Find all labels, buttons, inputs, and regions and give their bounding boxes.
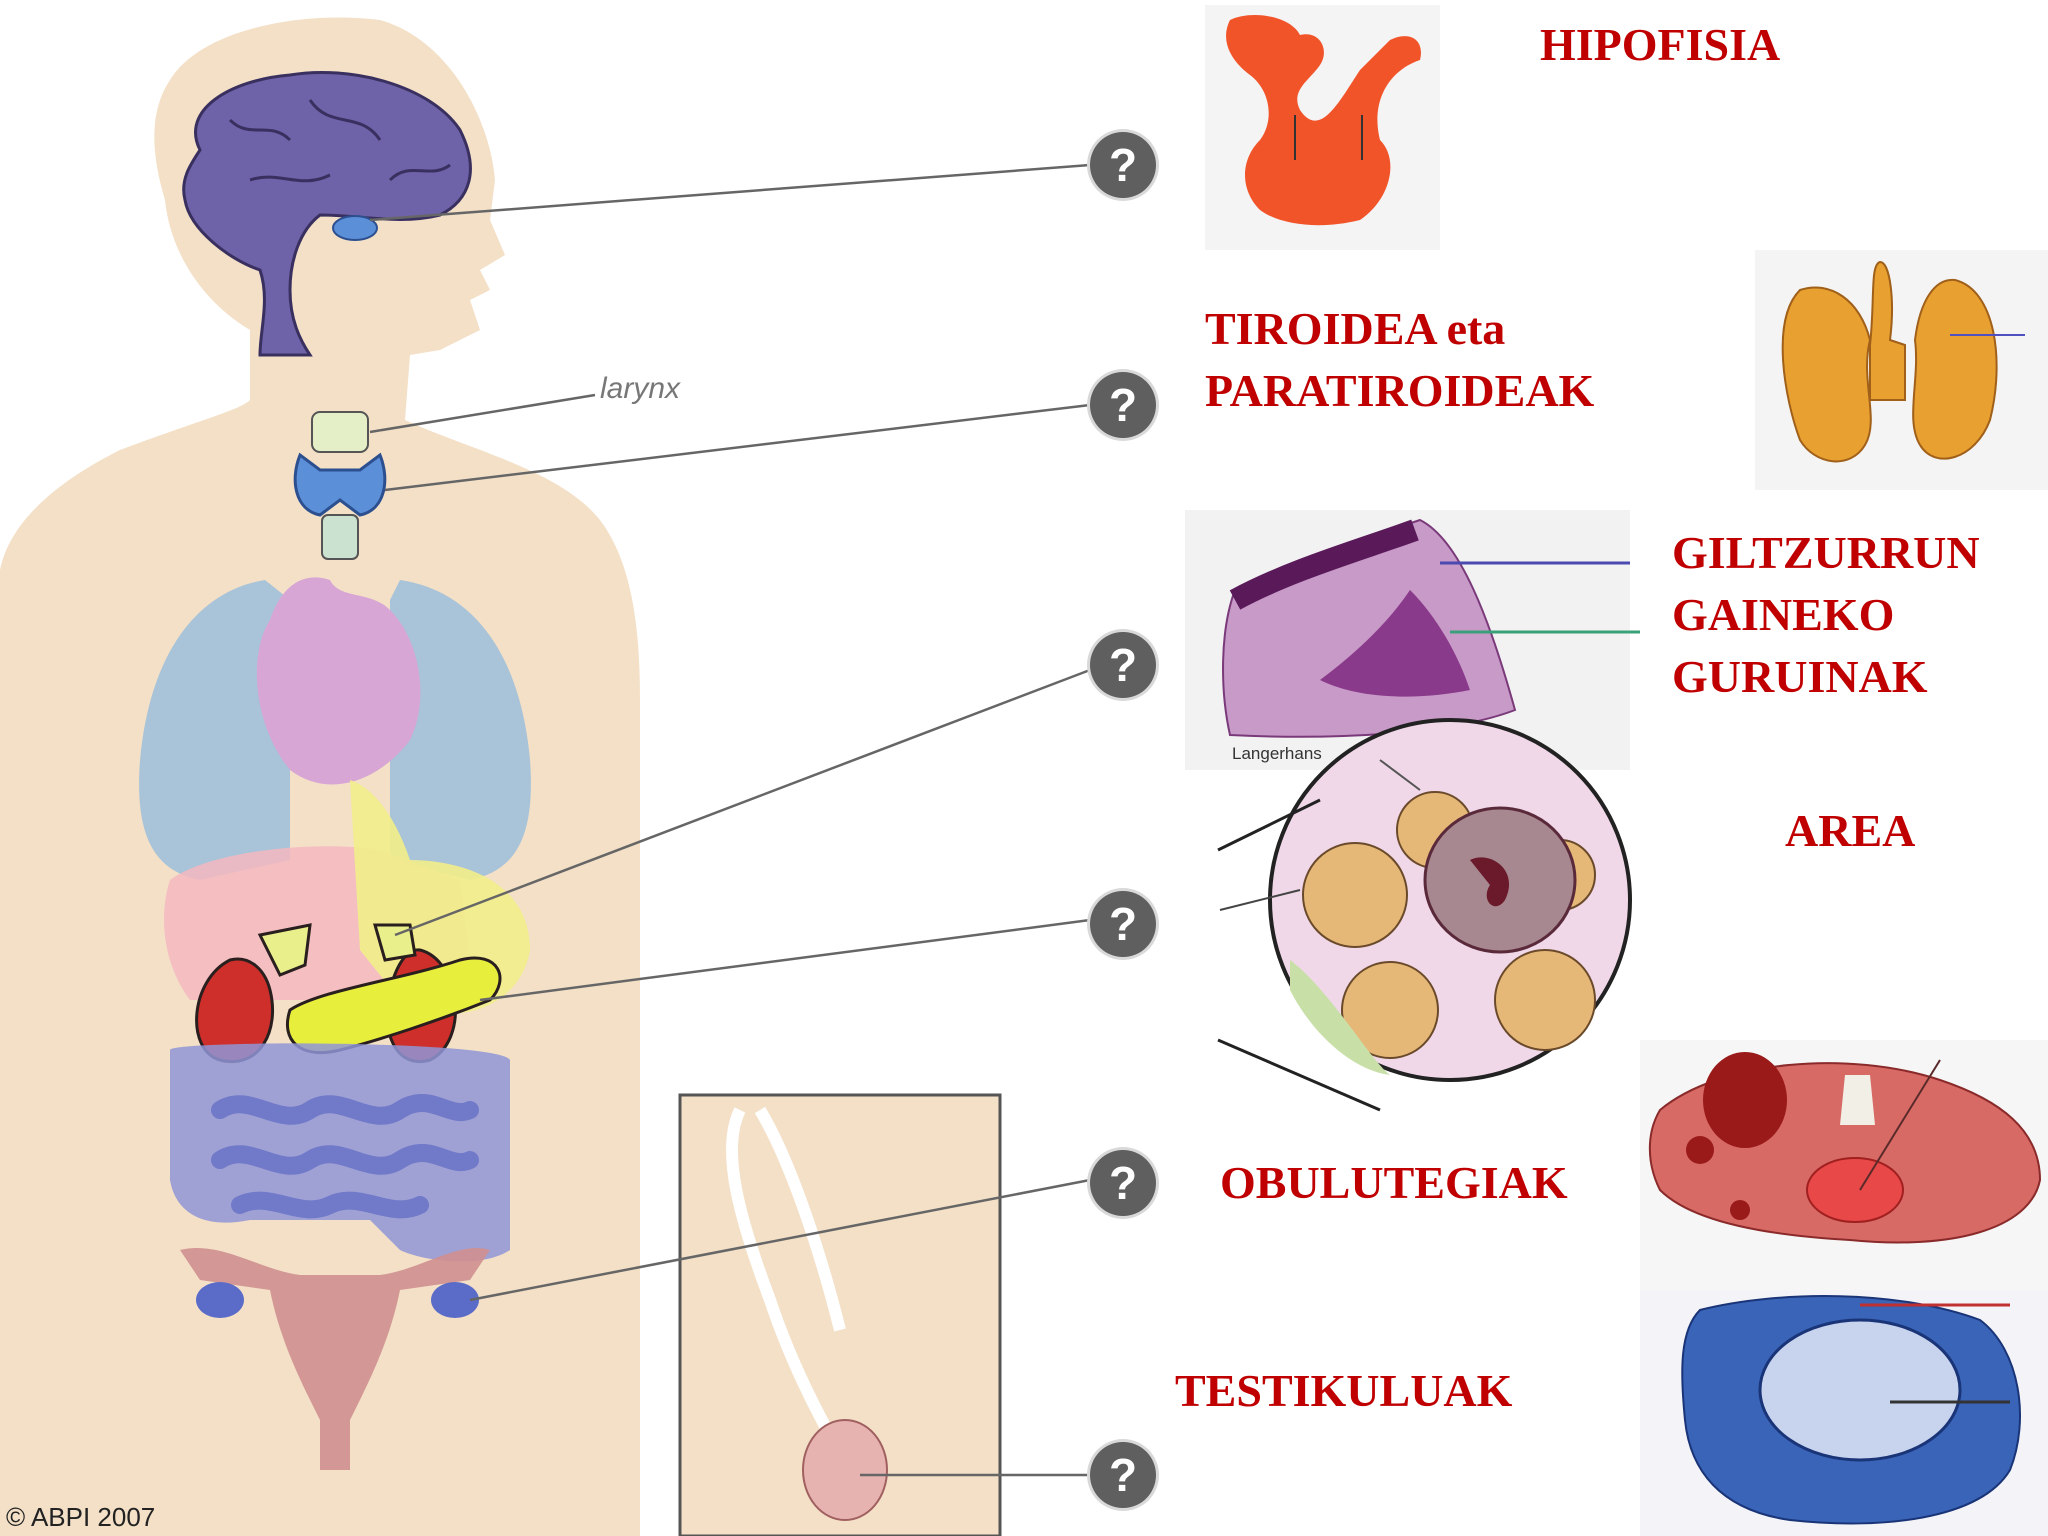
label-obulutegiak: OBULUTEGIAK — [1220, 1157, 1568, 1208]
left-ovary-organ — [196, 1282, 244, 1318]
question-button-adrenal[interactable]: ? — [1090, 632, 1156, 698]
adrenal-outer-layer — [1229, 519, 1419, 610]
brain-folds — [228, 99, 451, 183]
pituitary-image — [1205, 5, 1440, 250]
connector-pancreas — [479, 918, 1091, 1002]
ovary-corpus — [1806, 1157, 1904, 1223]
vas-deferens — [725, 1106, 856, 1474]
connector-ovary — [469, 1178, 1091, 1302]
question-button-pituitary[interactable]: ? — [1090, 132, 1156, 198]
question-button-testis[interactable]: ? — [1090, 1442, 1156, 1508]
thyroid-left-lobe — [1781, 286, 1872, 463]
trachea-organ — [321, 514, 359, 560]
label-tiroidea-line2: PARATIROIDEAK — [1205, 365, 1595, 416]
thyroid-image — [1755, 250, 2048, 490]
label-tiroidea-line1: TIROIDEA eta — [1205, 303, 1506, 354]
right-lung — [390, 580, 531, 880]
right-ovary-organ — [431, 1282, 479, 1318]
small-intestine — [211, 1094, 479, 1219]
pancreas-micrograph — [1217, 718, 1632, 1112]
ovary-follicle-large — [1703, 1052, 1787, 1148]
left-adrenal-gland — [257, 923, 312, 977]
pituitary-gland-shape — [1226, 15, 1421, 226]
label-giltzurrun-line1: GILTZURRUN — [1672, 527, 1980, 578]
micrograph-pointer-1 — [1217, 798, 1321, 852]
ovary-small-follicle-2 — [1730, 1200, 1750, 1220]
ovary-small-follicle — [1686, 1136, 1714, 1164]
thyroid-organ — [293, 452, 387, 517]
label-giltzurrun-line3: GURUINAK — [1672, 651, 1928, 702]
uterus-organ — [180, 1247, 490, 1470]
left-lung — [139, 580, 290, 880]
brain-organ — [182, 71, 472, 357]
ovary-pointer — [1859, 1059, 1941, 1191]
larynx-label: larynx — [600, 372, 681, 405]
connector-larynx — [369, 393, 596, 434]
question-button-ovary[interactable]: ? — [1090, 1150, 1156, 1216]
micrograph-pointer-3 — [1217, 1038, 1381, 1112]
question-button-pancreas[interactable]: ? — [1090, 891, 1156, 957]
ovary-image — [1640, 1040, 2048, 1290]
micrograph-pointer-2 — [1219, 889, 1301, 911]
connector-thyroid — [384, 403, 1091, 492]
label-testikuluak: TESTIKULUAK — [1175, 1365, 1513, 1416]
adrenal-medulla — [1320, 590, 1470, 697]
connector-adrenal — [394, 668, 1091, 937]
thyroid-right-lobe — [1912, 278, 1998, 460]
larynx-organ — [311, 411, 369, 453]
copyright-text: © ABPI 2007 — [6, 1502, 156, 1532]
connector-pituitary — [369, 163, 1091, 222]
question-button-thyroid[interactable]: ? — [1090, 372, 1156, 438]
testis-organ — [802, 1419, 888, 1521]
duct-tissue — [1290, 960, 1390, 1075]
connector-lines — [369, 163, 1091, 1477]
pituitary-organ — [332, 215, 378, 241]
langerhans-label: Langerhans — [1232, 744, 1322, 763]
label-hipofisia: HIPOFISIA — [1540, 19, 1781, 70]
heart-organ — [256, 577, 421, 785]
seminiferous-tubule — [1758, 1318, 1962, 1462]
langerhans-pointer — [1379, 759, 1421, 791]
thyroid-isthmus — [1869, 260, 1906, 401]
testis-image — [1640, 1290, 2048, 1536]
right-adrenal-gland — [373, 923, 417, 962]
male-inset — [678, 1093, 1002, 1536]
label-giltzurrun-line2: GAINEKO — [1672, 589, 1895, 640]
ovary-oocyte — [1840, 1075, 1875, 1125]
label-area: AREA — [1785, 805, 1916, 856]
body-figure — [0, 17, 1002, 1536]
adrenal-image — [1185, 510, 1640, 770]
capillary — [1470, 857, 1510, 907]
